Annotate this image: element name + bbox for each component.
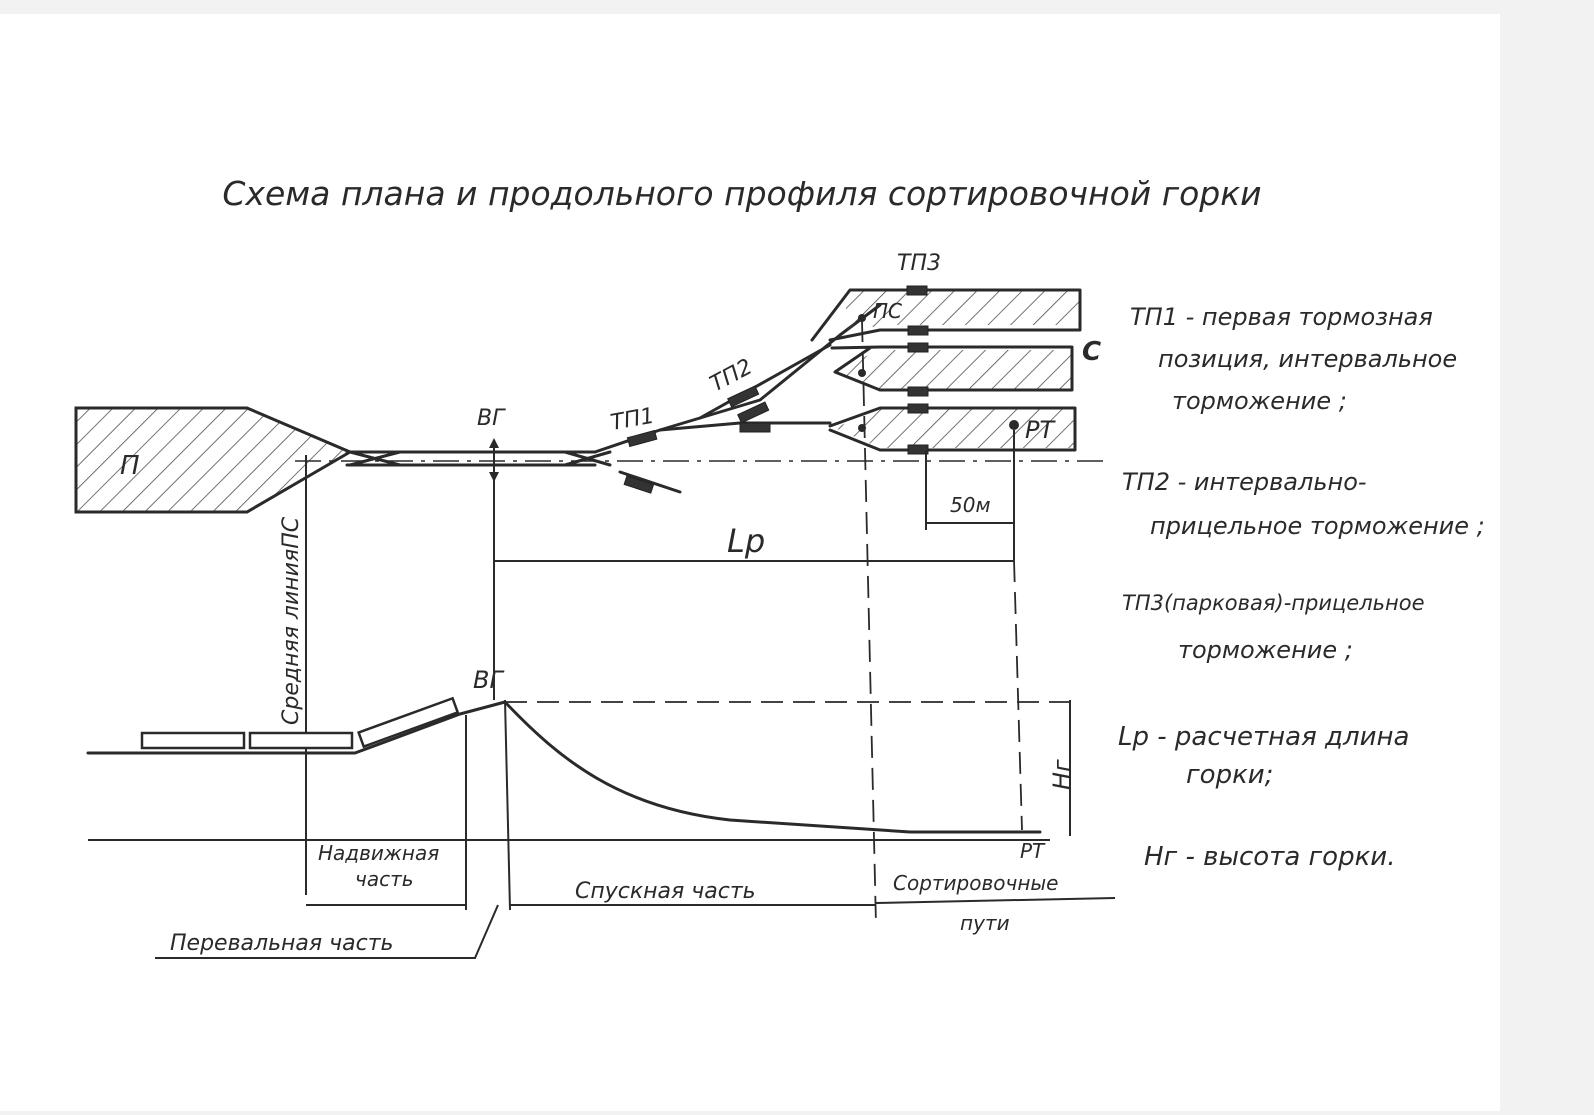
diagram-title: Схема плана и продольного профиля сортир… <box>222 174 1261 213</box>
branch-mid <box>698 343 832 420</box>
brake-tp3-4 <box>907 386 929 397</box>
ps-projection <box>861 319 877 926</box>
brake-tp3-2 <box>907 325 929 336</box>
brake-spur <box>623 475 655 494</box>
hg-label: Нг <box>1048 759 1076 790</box>
legend-tp2-b: прицельное торможение ; <box>1150 512 1485 540</box>
lp-label: Lр <box>727 522 765 560</box>
park-left-label: П <box>120 451 140 481</box>
sort-track-1 <box>810 288 1082 342</box>
crossover-right <box>563 450 612 467</box>
legend-tp1-a: ТП1 - первая тормозная <box>1130 303 1433 331</box>
brake-tp3-5 <box>907 403 929 414</box>
nadv-label-2: часть <box>355 867 414 891</box>
spusk-label: Спускная часть <box>575 879 756 904</box>
sort-track-3 <box>828 406 1077 452</box>
railcar-3 <box>357 696 460 749</box>
sort-group-1 <box>846 290 1080 330</box>
paper <box>0 14 1500 1111</box>
railcar-2 <box>248 731 354 750</box>
mid-line-label: Средняя линияПС <box>279 516 304 725</box>
legend-lp-a: Lр - расчетная длина <box>1118 722 1409 752</box>
section-line-2 <box>504 699 511 911</box>
brake-tp2-b <box>737 401 770 424</box>
legend-hg: Нг - высота горки. <box>1144 842 1395 872</box>
railcar-1 <box>140 731 246 750</box>
legend-tp3-b: торможение ; <box>1178 636 1353 664</box>
sort-group-2 <box>835 350 1072 390</box>
crossover-left <box>348 450 402 467</box>
pereval-label: Перевальная часть <box>170 931 394 956</box>
vg-plan-arrows <box>489 438 499 482</box>
sort-label-2: пути <box>960 911 1010 935</box>
legend-tp2-a: ТП2 - интервально- <box>1122 468 1367 496</box>
sort-track-2 <box>830 345 1074 392</box>
rt-plan-label: РТ <box>1025 416 1056 444</box>
rt-profile-label: РТ <box>1020 839 1046 863</box>
sort-label-1: Сортировочные <box>893 871 1059 895</box>
brake-tp3-1 <box>906 285 928 296</box>
brake-tp2-c <box>739 422 771 433</box>
legend-tp3-a: ТП3(парковая)-прицельное <box>1122 591 1425 615</box>
dim-pereval-leader <box>155 904 499 959</box>
ps-point <box>858 314 866 322</box>
tp3-label: ТП3 <box>897 251 941 276</box>
rt-projection <box>1013 559 1023 831</box>
legend-tp1-b: позиция, интервальное <box>1158 345 1457 373</box>
brake-tp2-a <box>727 385 760 408</box>
vg-profile-label: ВГ <box>473 666 504 694</box>
branch-spur <box>618 470 682 494</box>
receiving-park <box>74 406 354 514</box>
nadv-label-1: Надвижная <box>318 841 439 865</box>
dim-sort <box>875 897 1116 904</box>
ps-label: ПС <box>873 299 902 323</box>
brake-tp3-6 <box>907 444 929 455</box>
vg-plan-label: ВГ <box>477 406 506 431</box>
ps-point-2 <box>858 369 866 377</box>
legend-tp1-c: торможение ; <box>1172 387 1347 415</box>
rt-point <box>1009 420 1019 430</box>
legend-lp-b: горки; <box>1186 760 1273 790</box>
brake-tp3-3 <box>907 342 929 353</box>
dim-50-label: 50м <box>950 493 991 517</box>
brake-tp1 <box>626 429 658 448</box>
park-right-label: С <box>1082 337 1101 367</box>
legend: ТП1 - первая тормозная позиция, интервал… <box>1118 303 1485 872</box>
